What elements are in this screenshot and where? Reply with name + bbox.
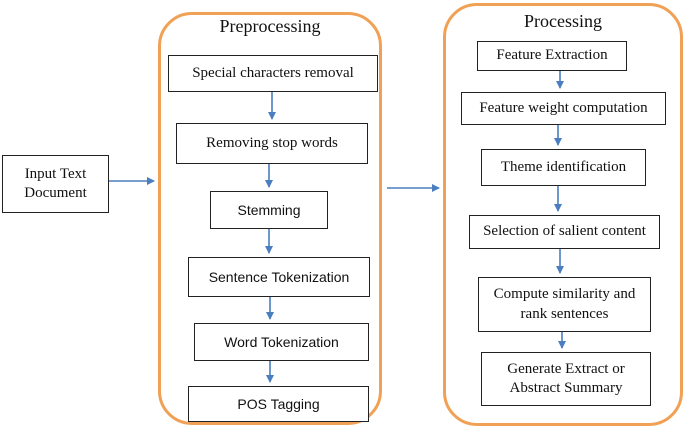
step-generate-summary: Generate Extract or Abstract Summary — [481, 352, 651, 406]
step-word-tokenization: Word Tokenization — [194, 323, 369, 361]
step-feature-extraction: Feature Extraction — [477, 41, 627, 71]
preprocessing-title: Preprocessing — [219, 16, 321, 36]
step-pos-tagging: POS Tagging — [188, 386, 369, 422]
step-compute-similarity: Compute similarity and rank sentences — [478, 277, 651, 332]
step-sentence-tokenization: Sentence Tokenization — [188, 257, 370, 297]
step-theme-identification: Theme identification — [481, 149, 646, 186]
step-special-characters-removal: Special characters removal — [168, 55, 378, 92]
step-stemming: Stemming — [210, 191, 328, 229]
input-text-document-box: Input Text Document — [2, 155, 109, 213]
step-feature-weight-computation: Feature weight computation — [461, 92, 666, 125]
processing-title: Processing — [524, 11, 602, 31]
step-removing-stop-words: Removing stop words — [176, 123, 368, 164]
step-selection-of-salient-content: Selection of salient content — [469, 215, 660, 249]
